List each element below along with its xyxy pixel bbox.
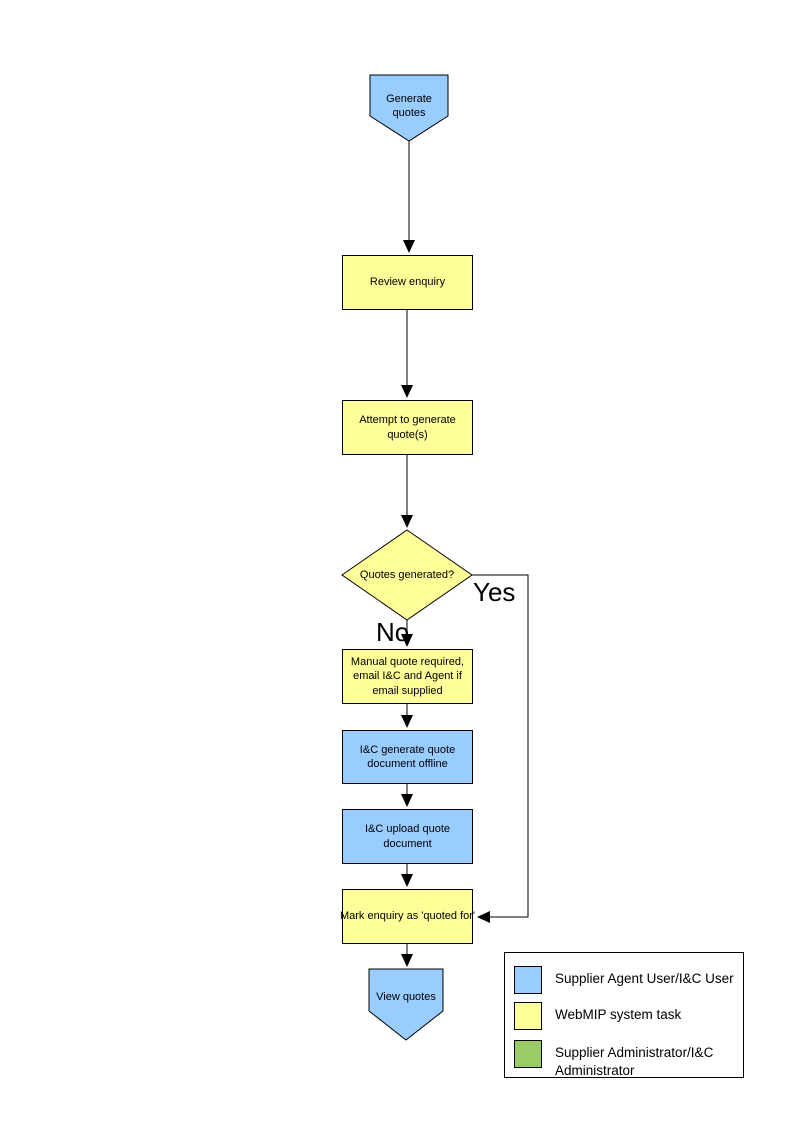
view-quotes-shape [368, 968, 444, 1041]
generate-quotes-node: Generate quotes [386, 92, 432, 119]
yes-branch-label: Yes [473, 577, 516, 607]
legend-item-supplier-agent: Supplier Agent User/I&C User [514, 966, 737, 994]
review-enquiry-node: Review enquiry [342, 255, 473, 310]
legend-label: WebMIP system task [555, 1007, 682, 1022]
no-branch-label: No [376, 617, 410, 647]
view-quotes-node: View quotes [376, 990, 436, 1003]
legend-label: Supplier Agent User/I&C User [555, 971, 734, 986]
mark-enquiry-node: Mark enquiry as 'quoted for' [340, 889, 475, 944]
legend-label: Supplier Administrator/I&C Administrator [555, 1045, 714, 1078]
ic-generate-offline-node: I&C generate quote document offline [342, 730, 473, 784]
generate-quotes-shape [369, 74, 449, 142]
manual-quote-node: Manual quote required, email I&C and Age… [342, 649, 473, 704]
quotes-generated-label: Quotes generated? [359, 568, 455, 581]
legend-item-webmip-task: WebMIP system task [514, 1002, 737, 1030]
legend-item-supplier-admin: Supplier Administrator/I&C Administrator [514, 1040, 737, 1079]
ic-upload-node: I&C upload quote document [342, 809, 473, 864]
attempt-generate-node: Attempt to generate quote(s) [342, 400, 473, 455]
legend-swatch-yellow [514, 1002, 542, 1030]
edge-decision-yes-to-mark [472, 574, 529, 923]
legend-swatch-green [514, 1040, 542, 1068]
legend-box: Supplier Agent User/I&C User WebMIP syst… [504, 952, 744, 1078]
legend-swatch-blue [514, 966, 542, 994]
